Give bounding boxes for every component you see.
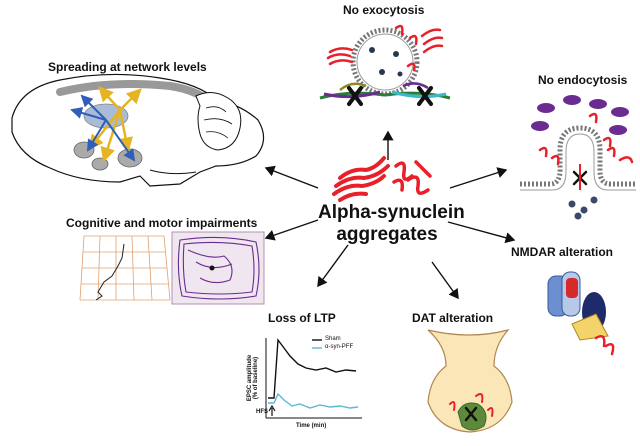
ltp-legend-pff: α-syn-PFF	[325, 344, 354, 350]
ltp-x-label: Time (min)	[296, 423, 327, 429]
ltp-chart	[265, 338, 362, 419]
arrow-to-nmdar	[447, 221, 516, 244]
center-title: Alpha-synuclein aggregates	[318, 202, 465, 246]
central-arrows	[264, 130, 516, 300]
brain-sagittal-illustration	[11, 73, 265, 187]
ltp-y-label-line2: (% of baseline)	[253, 356, 259, 400]
cognitive-track-grid-right	[171, 231, 265, 305]
central-aggregate-oligomers-icon	[392, 160, 432, 195]
dat-title: DAT alteration	[412, 311, 494, 325]
ltp-hfs-label: HFS	[256, 409, 268, 415]
ltp-legend-sham: Sham	[325, 336, 341, 342]
exocytosis-title: No exocytosis	[343, 3, 425, 17]
ltp-sham-trace	[268, 338, 357, 399]
ltp-y-label: EPSC amplitude (% of baseline)	[247, 343, 259, 413]
arrow-to-endocytosis	[449, 167, 508, 189]
exocytosis-synapse	[319, 24, 451, 106]
dat-terminal	[427, 328, 513, 433]
spreading-title: Spreading at network levels	[48, 60, 207, 74]
arrow-to-ltp	[317, 244, 349, 288]
center-title-line2: aggregates	[336, 224, 438, 245]
arrow-to-cognitive	[264, 219, 319, 241]
central-aggregate-fibrils-icon	[332, 156, 390, 202]
endocytosis-title: No endocytosis	[538, 73, 628, 87]
cognitive-track-grid-left	[79, 235, 171, 301]
ltp-pff-trace	[268, 392, 359, 409]
nmdar-title: NMDAR alteration	[511, 245, 614, 259]
hfs-arrow-icon	[268, 404, 276, 416]
arrow-to-dat	[431, 261, 459, 300]
ltp-title: Loss of LTP	[268, 311, 336, 325]
center-title-line1: Alpha-synuclein	[318, 202, 465, 223]
arrow-to-spreading	[264, 165, 319, 189]
endocytosis-synapse	[520, 95, 636, 220]
cognitive-title: Cognitive and motor impairments	[66, 216, 258, 230]
nmdar-receptor-icon	[547, 271, 615, 356]
